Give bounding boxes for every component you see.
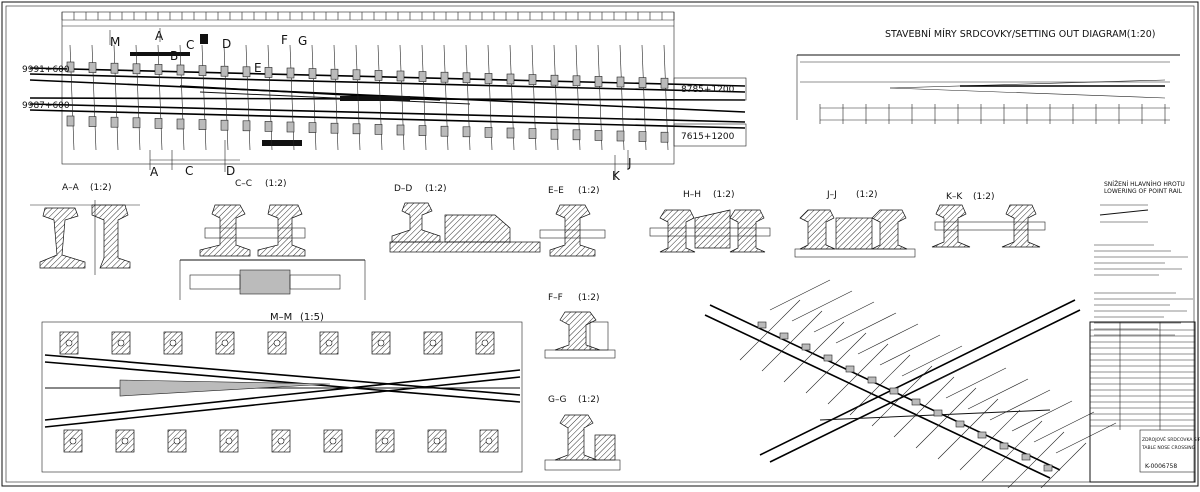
plan-right-label-1: 8785+1200 (681, 85, 735, 95)
marker-a-bottom: A (150, 165, 159, 179)
section-hh-scale: (1:2) (713, 190, 735, 200)
note-title: SNÍŽENÍ HLAVNÍHO HROTU (1104, 180, 1185, 188)
section-ee-label: E–E (548, 186, 564, 196)
section-mm (41, 321, 523, 473)
section-jj-label: J–J (826, 190, 837, 200)
plan-right-label-2: 7615+1200 (681, 132, 735, 142)
section-jj-scale: (1:2) (856, 190, 878, 200)
marker-f: F (281, 33, 288, 47)
note-subtitle: LOWERING OF POINT RAIL (1104, 188, 1183, 195)
title-line-1: ZDROJOVÉ SRDCOVKA S PKS (1142, 435, 1200, 443)
marker-m: M (110, 35, 120, 49)
setting-out-title: STAVEBNÍ MÍRY SRDCOVKY/SETTING OUT DIAGR… (885, 28, 1156, 40)
section-dd-label: D–D (394, 184, 412, 194)
general-notes (1094, 244, 1193, 336)
drawing-number: K-0006758 (1145, 463, 1177, 470)
marker-k: K (612, 169, 621, 183)
section-mm-label: M–M (270, 312, 292, 323)
section-mm-scale: (1:5) (300, 312, 324, 323)
section-gg-label: G–G (548, 395, 566, 405)
sheet-inner-border (5, 5, 1195, 483)
marker-c-bottom: C (185, 164, 193, 178)
section-cc-scale: (1:2) (265, 179, 287, 189)
title-line-2: TABLE NOSE CROSSING (1141, 445, 1196, 451)
title-block (1089, 321, 1196, 483)
section-cc-label: C–C (235, 179, 252, 189)
section-cc (179, 204, 366, 300)
section-gg-scale: (1:2) (578, 395, 600, 405)
plan-left-label-2: 9987+600 (22, 101, 70, 111)
marker-c-top: C (186, 38, 194, 52)
section-ff (544, 311, 616, 359)
section-gg (544, 414, 621, 471)
section-jj (794, 209, 916, 258)
marker-d-bottom: D (226, 164, 235, 178)
marker-b: B (170, 49, 178, 63)
marker-e: E (254, 61, 262, 75)
plan-view (29, 11, 747, 180)
section-ff-label: F–F (548, 293, 563, 303)
lowering-sketch (1099, 204, 1149, 223)
section-aa (30, 200, 140, 275)
section-ee (539, 204, 606, 257)
section-kk (931, 204, 1046, 248)
section-aa-scale: (1:2) (90, 183, 112, 193)
marker-j: J (627, 156, 632, 170)
setting-out-diagram (796, 54, 1180, 124)
section-hh (649, 209, 771, 253)
marker-g: G (298, 34, 307, 48)
section-hh-label: H–H (683, 190, 701, 200)
section-ff-scale: (1:2) (578, 293, 600, 303)
section-dd (389, 202, 541, 253)
marker-a-top: A (155, 29, 164, 43)
section-aa-label: A–A (62, 183, 80, 193)
section-ee-scale: (1:2) (578, 186, 600, 196)
marker-d-top: D (222, 37, 231, 51)
plan-left-label-1: 9991+600 (22, 65, 70, 75)
section-kk-scale: (1:2) (973, 192, 995, 202)
isometric-view (704, 279, 1117, 492)
section-dd-scale: (1:2) (425, 184, 447, 194)
section-kk-label: K–K (946, 192, 963, 202)
